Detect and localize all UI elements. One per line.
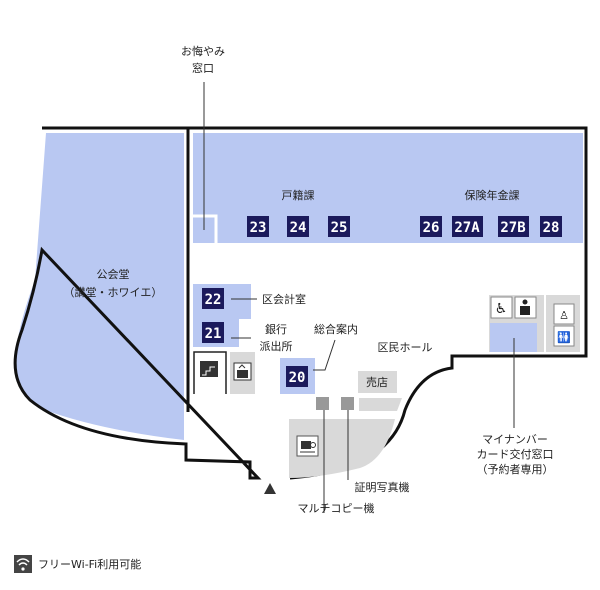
wifi-label: フリーWi-Fi利用可能 [38, 557, 141, 571]
cafe-cup-icon [296, 435, 319, 457]
counter-26[interactable]: 26 [420, 216, 442, 237]
cafe-area[interactable] [289, 419, 395, 478]
shop-label: 売店 [366, 375, 388, 389]
bank-label-2: 派出所 [260, 339, 293, 353]
copy-machine[interactable] [316, 397, 329, 410]
counter-27b[interactable]: 27B [498, 216, 529, 237]
wifi-icon [14, 555, 32, 573]
bank-label-1: 銀行 [265, 322, 287, 336]
entrance-icon [264, 483, 276, 494]
okuyami-label-2: 窓口 [192, 61, 214, 75]
counter-23[interactable]: 23 [247, 216, 269, 237]
koseki-label: 戸籍課 [282, 188, 315, 202]
svg-text:25: 25 [331, 220, 348, 236]
svg-text:23: 23 [250, 220, 267, 236]
svg-text:21: 21 [205, 326, 222, 342]
hoken-label: 保険年金課 [465, 188, 520, 202]
ostomate-icon [514, 296, 537, 319]
counter-20[interactable]: 20 [286, 366, 308, 387]
elevator-icon[interactable] [233, 362, 252, 381]
mynumber-label-2: カード交付窓口 [477, 447, 554, 461]
counter-27a[interactable]: 27A [452, 216, 483, 237]
mynumber-label-3: （予約者専用） [477, 462, 554, 476]
svg-text:♙: ♙ [559, 309, 569, 322]
counter-25[interactable]: 25 [328, 216, 350, 237]
photo-label: 証明写真機 [355, 480, 410, 494]
okuyami-label-1: お悔やみ [181, 44, 225, 58]
photo-machine[interactable] [341, 397, 354, 410]
counter-28[interactable]: 28 [540, 216, 562, 237]
svg-text:27B: 27B [500, 220, 525, 236]
counter-22[interactable]: 22 [202, 288, 224, 309]
svg-text:26: 26 [423, 220, 440, 236]
hall-sublabel: （講堂・ホワイエ） [64, 285, 163, 299]
public-hall-area[interactable] [15, 133, 185, 440]
baby-changing-icon: ♙ [553, 303, 575, 325]
svg-text:27A: 27A [454, 220, 480, 236]
info-leader [313, 339, 336, 371]
stairs-icon[interactable] [200, 361, 218, 377]
restroom-icon: 🚻 [553, 325, 575, 347]
svg-text:20: 20 [289, 370, 306, 386]
stairs-area [193, 351, 227, 394]
counter-24[interactable]: 24 [287, 216, 309, 237]
svg-text:28: 28 [543, 220, 560, 236]
wheelchair-icon: ♿ [490, 296, 513, 319]
kumin-hall-label: 区民ホール [378, 341, 433, 354]
svg-text:24: 24 [290, 220, 307, 236]
info-label: 総合案内 [314, 322, 358, 336]
shop-strip [359, 398, 402, 411]
okuyami-partition [193, 214, 218, 243]
hall-label: 公会堂 [97, 268, 130, 281]
svg-text:22: 22 [205, 292, 222, 308]
kaikei-label: 区会計室 [262, 292, 306, 306]
svg-text:♿: ♿ [495, 301, 508, 317]
shop-area[interactable] [358, 371, 397, 393]
mynumber-label-1: マイナンバー [482, 433, 548, 446]
counter-21[interactable]: 21 [202, 322, 224, 343]
copy-label: マルチコピー機 [298, 501, 375, 515]
svg-text:🚻: 🚻 [557, 331, 571, 344]
